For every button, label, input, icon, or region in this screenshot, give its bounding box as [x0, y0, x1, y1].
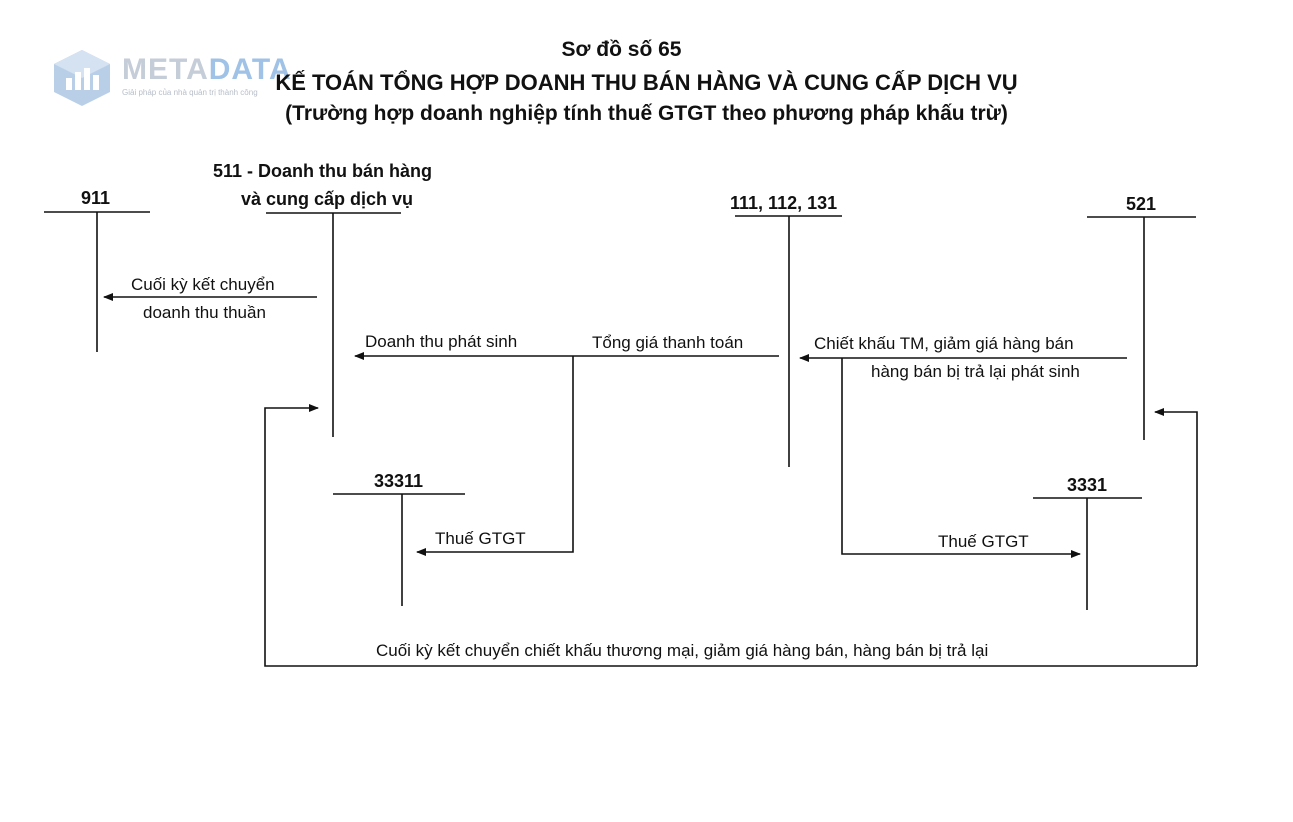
diagram-subtitle: (Trường hợp doanh nghiệp tính thuế GTGT …: [285, 102, 1008, 125]
bar-chart-cube-icon: [54, 50, 110, 106]
label-tong-gia-thanh-toan: Tổng giá thanh toán: [592, 333, 744, 352]
watermark-name: METADATA: [122, 53, 292, 87]
label-ket-chuyen-line2: doanh thu thuần: [143, 303, 266, 322]
label-thue-gtgt-right: Thuế GTGT: [938, 532, 1029, 551]
arrow-to-33311: [416, 356, 574, 556]
arrow-to-3331: [841, 358, 1081, 558]
watermark-tagline: Giải pháp của nhà quản trị thành công: [122, 88, 258, 97]
diagram-number: Sơ đồ số 65: [561, 38, 682, 61]
account-111-112-131: 111, 112, 131: [730, 193, 838, 213]
label-bottom-transfer: Cuối kỳ kết chuyển chiết khấu thương mại…: [376, 641, 989, 660]
account-511-line1: 511 - Doanh thu bán hàng: [213, 161, 433, 181]
label-doanh-thu-phat-sinh: Doanh thu phát sinh: [365, 332, 518, 351]
account-911: 911: [81, 188, 111, 208]
watermark-name-part1: META: [122, 53, 209, 86]
bottom-transfer-right: [1154, 408, 1198, 666]
account-511-line2: và cung cấp dịch vụ: [241, 189, 414, 209]
label-chiet-khau-line2: hàng bán bị trả lại phát sinh: [871, 362, 1080, 381]
metadata-watermark-logo: METADATA Giải pháp của nhà quản trị thàn…: [50, 48, 310, 108]
bottom-transfer-left: [264, 404, 1197, 667]
label-chiet-khau-line1: Chiết khấu TM, giảm giá hàng bán: [814, 334, 1074, 353]
diagram-title: KẾ TOÁN TỔNG HỢP DOANH THU BÁN HÀNG VÀ C…: [275, 70, 1018, 95]
label-thue-gtgt-left: Thuế GTGT: [435, 529, 526, 548]
label-ket-chuyen-line1: Cuối kỳ kết chuyển: [131, 275, 275, 294]
watermark-name-part2: DATA: [208, 53, 292, 86]
account-3331: 3331: [1067, 475, 1108, 495]
account-33311: 33311: [374, 471, 424, 491]
account-521: 521: [1126, 194, 1157, 214]
